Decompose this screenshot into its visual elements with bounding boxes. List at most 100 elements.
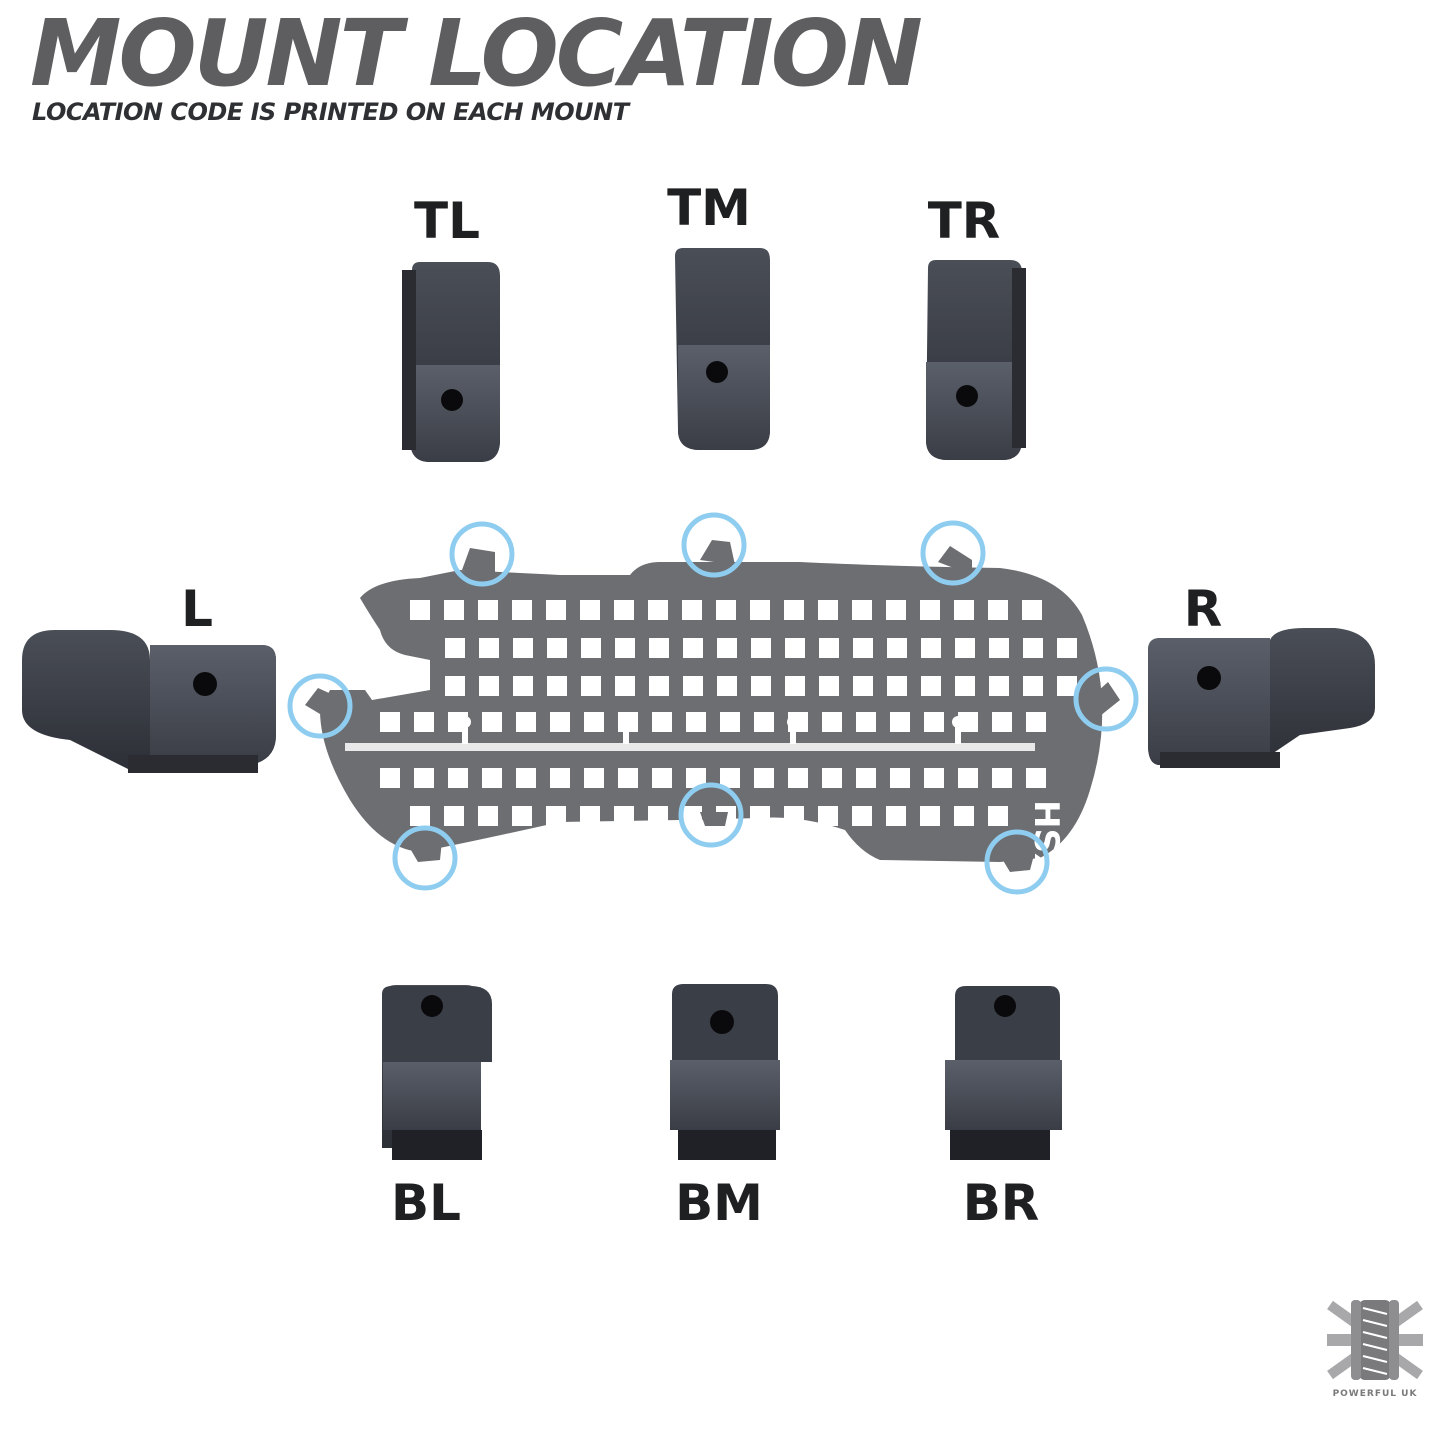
panel-hole	[479, 676, 499, 696]
panel-hole	[513, 676, 533, 696]
panel-hole	[754, 768, 774, 788]
panel-hole	[414, 712, 434, 732]
panel-hole	[649, 638, 669, 658]
panel-hole	[682, 600, 702, 620]
panel-hole	[751, 676, 771, 696]
panel-hole	[1026, 768, 1046, 788]
panel-hole	[784, 806, 804, 826]
panel-hole	[852, 806, 872, 826]
panel-hole	[448, 768, 468, 788]
panel-hole	[478, 806, 498, 826]
mount-label-br: BR	[962, 1174, 1040, 1232]
panel-hole	[479, 638, 499, 658]
panel-hole	[992, 768, 1012, 788]
mount-label-r: R	[1183, 580, 1223, 638]
panel-hole	[955, 638, 975, 658]
panel-hole	[887, 638, 907, 658]
panel-hole	[754, 712, 774, 732]
panel-hole	[581, 676, 601, 696]
panel-hole	[580, 600, 600, 620]
mount-bm	[670, 984, 780, 1160]
panel-hole	[516, 712, 536, 732]
panel-hole	[1026, 712, 1046, 732]
panel-hole	[887, 676, 907, 696]
panel-hole	[853, 676, 873, 696]
panel-hole	[512, 600, 532, 620]
panel-hole	[890, 712, 910, 732]
panel-hole	[852, 600, 872, 620]
panel-hole	[1057, 638, 1077, 658]
panel-hole	[615, 638, 635, 658]
panel-hole	[584, 768, 604, 788]
keyhole-slots	[459, 716, 964, 744]
panel-hole	[819, 676, 839, 696]
mount-point-tm	[681, 512, 747, 578]
panel-hole	[958, 712, 978, 732]
panel-hole	[683, 676, 703, 696]
panel-hole	[853, 638, 873, 658]
mount-point-r	[1073, 666, 1139, 732]
panel-hole	[822, 768, 842, 788]
panel-hole	[955, 676, 975, 696]
panel-hole	[1057, 676, 1077, 696]
panel-hole	[414, 768, 434, 788]
panel-hole	[482, 768, 502, 788]
mount-tr	[926, 260, 1026, 460]
panel-hole	[958, 768, 978, 788]
panel-hole	[750, 600, 770, 620]
brand-logo	[1327, 1300, 1423, 1380]
mount-point-br	[984, 829, 1050, 895]
mount-br	[945, 986, 1062, 1160]
panel-hole	[445, 638, 465, 658]
mount-label-l: L	[181, 580, 213, 638]
panel-hole	[649, 676, 669, 696]
panel-hole	[652, 768, 672, 788]
panel-hole	[584, 712, 604, 732]
panel-hole	[1022, 600, 1042, 620]
panel-hole	[750, 806, 770, 826]
panel-hole	[921, 638, 941, 658]
page-subtitle: LOCATION CODE IS PRINTED ON EACH MOUNT	[32, 98, 629, 126]
panel-hole	[785, 638, 805, 658]
panel-hole	[788, 768, 808, 788]
mount-label-tr: TR	[927, 192, 1001, 250]
panel-hole	[648, 600, 668, 620]
panel-hole	[547, 676, 567, 696]
panel-hole	[444, 600, 464, 620]
panel-hole	[580, 806, 600, 826]
panel-hole	[818, 806, 838, 826]
panel-hole	[513, 638, 533, 658]
panel-hole	[1023, 676, 1043, 696]
mount-tm	[675, 248, 770, 450]
panel-hole	[614, 600, 634, 620]
panel-hole	[550, 712, 570, 732]
panel-hole	[890, 768, 910, 788]
panel-hole	[819, 638, 839, 658]
panel-hole	[988, 806, 1008, 826]
panel-hole	[920, 806, 940, 826]
panel-hole	[924, 768, 944, 788]
mount-bl	[382, 985, 492, 1160]
panel-hole	[683, 638, 703, 658]
panel-hole	[954, 600, 974, 620]
panel-hole	[380, 768, 400, 788]
mount-label-bm: BM	[675, 1174, 763, 1232]
panel-hole	[717, 676, 737, 696]
panel-hole	[516, 768, 536, 788]
mount-point-bm	[678, 782, 744, 848]
panel-hole	[614, 806, 634, 826]
panel-hole	[686, 768, 706, 788]
panel-hole	[954, 806, 974, 826]
panel-hole	[618, 768, 638, 788]
panel-hole	[886, 600, 906, 620]
molle-panel: HSX	[305, 540, 1120, 879]
panel-hole	[686, 712, 706, 732]
mount-l	[22, 630, 276, 773]
panel-hole	[716, 600, 736, 620]
panel-hole	[989, 638, 1009, 658]
panel-hole	[615, 676, 635, 696]
panel-hole	[886, 806, 906, 826]
panel-hole	[822, 712, 842, 732]
panel-hole	[512, 806, 532, 826]
